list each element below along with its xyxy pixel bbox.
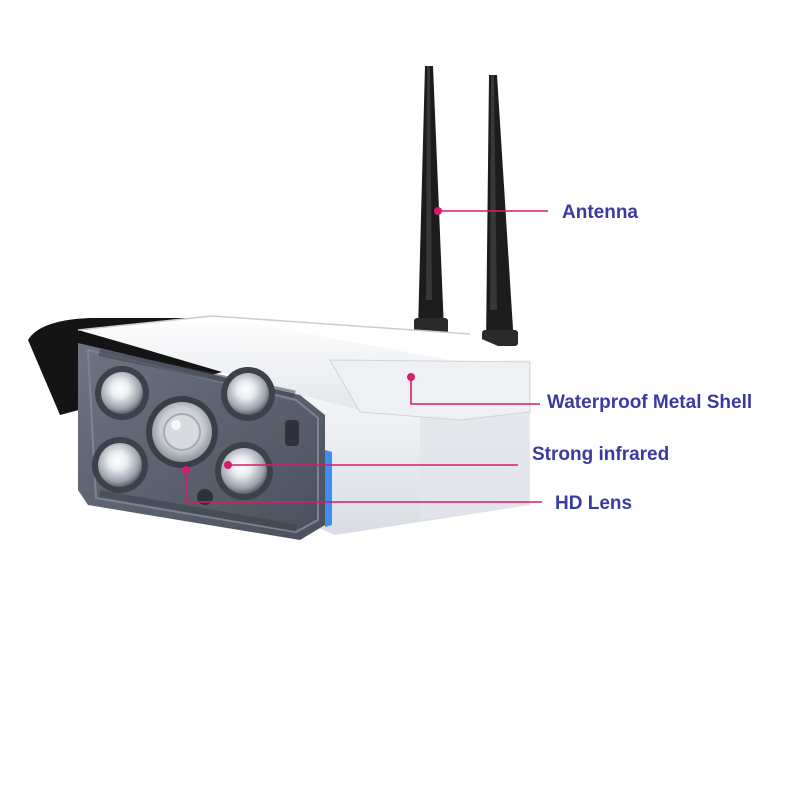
ir-led-bottom-right — [215, 442, 273, 500]
leader-dots — [182, 207, 442, 474]
ir-led-bottom-left — [92, 437, 148, 493]
leader-lines — [185, 210, 548, 503]
antenna-left — [418, 66, 444, 330]
antenna-right — [486, 75, 514, 345]
callout-waterproof-metal-shell: Waterproof Metal Shell — [547, 392, 753, 413]
callout-strong-infrared: Strong infrared — [532, 444, 670, 465]
ir-led-top-right — [221, 367, 275, 421]
ir-led-top-left — [95, 366, 149, 420]
callout-hd-lens: HD Lens — [555, 493, 633, 514]
callout-antenna: Antenna — [562, 202, 638, 223]
accent-stripe — [325, 450, 332, 527]
photo-sensor — [197, 489, 213, 505]
hd-lens — [146, 396, 218, 468]
antenna-base — [482, 330, 518, 346]
